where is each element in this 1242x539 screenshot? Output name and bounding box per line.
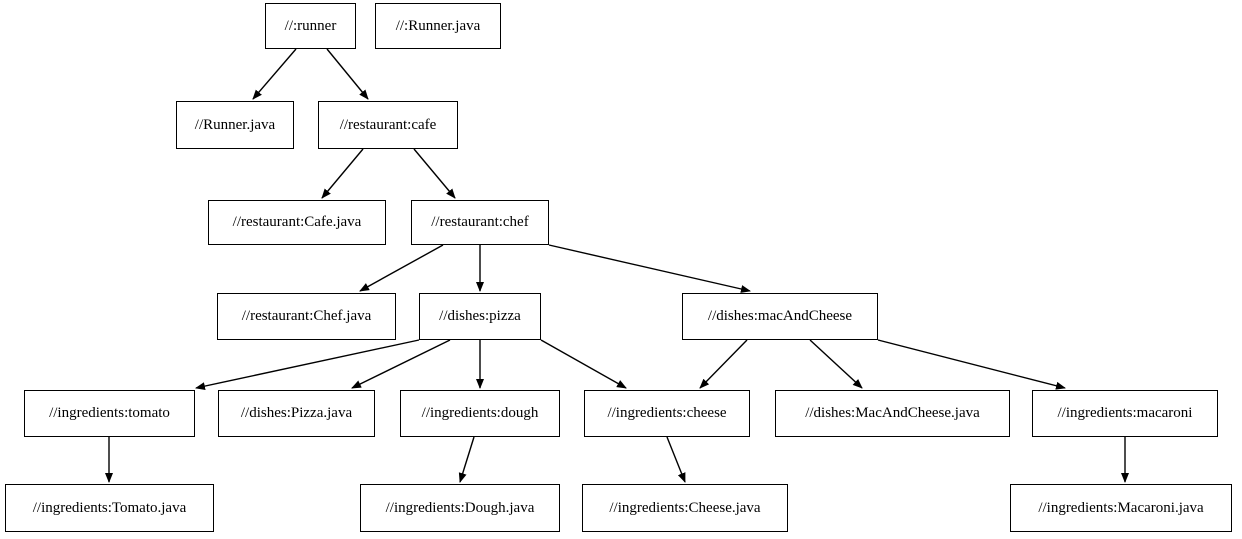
graph-node-restaurant_chef[interactable]: //restaurant:chef (411, 200, 549, 245)
graph-node-label: //restaurant:Cafe.java (232, 214, 362, 230)
graph-node-ing_dough[interactable]: //ingredients:dough (400, 390, 560, 437)
graph-node-label: //ingredients:Dough.java (385, 499, 535, 516)
graph-node-dishes_mac[interactable]: //dishes:macAndCheese (682, 293, 878, 340)
graph-node-label: //ingredients:Tomato.java (32, 499, 187, 516)
graph-node-runner[interactable]: //:runner (265, 3, 356, 49)
graph-node-label: //:Runner.java (395, 17, 481, 34)
graph-node-runner_java_root[interactable]: //:Runner.java (375, 3, 501, 49)
graph-node-ing_tomato[interactable]: //ingredients:tomato (24, 390, 195, 437)
graph-node-dishes_pizza[interactable]: //dishes:pizza (419, 293, 541, 340)
graph-node-ing_cheese[interactable]: //ingredients:cheese (584, 390, 750, 437)
graph-node-label: //ingredients:macaroni (1057, 405, 1193, 421)
graph-node-label: //ingredients:Cheese.java (609, 499, 761, 516)
graph-node-cafe_java[interactable]: //restaurant:Cafe.java (208, 200, 386, 245)
graph-node-label: //ingredients:dough (421, 405, 539, 421)
graph-node-dough_java[interactable]: //ingredients:Dough.java (360, 484, 560, 532)
graph-node-chef_java[interactable]: //restaurant:Chef.java (217, 293, 396, 340)
graph-node-label: //dishes:pizza (439, 308, 521, 324)
graph-node-label: //restaurant:chef (431, 214, 529, 230)
graph-node-runner_java[interactable]: //Runner.java (176, 101, 294, 149)
graph-node-label: //:runner (284, 17, 337, 34)
graph-node-label: //ingredients:Macaroni.java (1038, 499, 1204, 516)
graph-node-pizza_java[interactable]: //dishes:Pizza.java (218, 390, 375, 437)
graph-node-label: //dishes:Pizza.java (240, 405, 353, 421)
graph-node-label: //Runner.java (194, 116, 276, 133)
graph-node-ing_macaroni[interactable]: //ingredients:macaroni (1032, 390, 1218, 437)
graph-node-label: //dishes:macAndCheese (707, 308, 853, 324)
graph-node-label: //restaurant:Chef.java (241, 308, 372, 324)
graph-node-label: //restaurant:cafe (339, 116, 437, 133)
graph-node-restaurant_cafe[interactable]: //restaurant:cafe (318, 101, 458, 149)
graph-node-label: //ingredients:tomato (49, 405, 170, 421)
graph-node-macaroni_java[interactable]: //ingredients:Macaroni.java (1010, 484, 1232, 532)
graph-node-mac_java[interactable]: //dishes:MacAndCheese.java (775, 390, 1010, 437)
graph-node-label: //dishes:MacAndCheese.java (805, 405, 980, 421)
graph-node-cheese_java[interactable]: //ingredients:Cheese.java (582, 484, 788, 532)
graph-node-tomato_java[interactable]: //ingredients:Tomato.java (5, 484, 214, 532)
graph-node-label: //ingredients:cheese (607, 405, 727, 421)
